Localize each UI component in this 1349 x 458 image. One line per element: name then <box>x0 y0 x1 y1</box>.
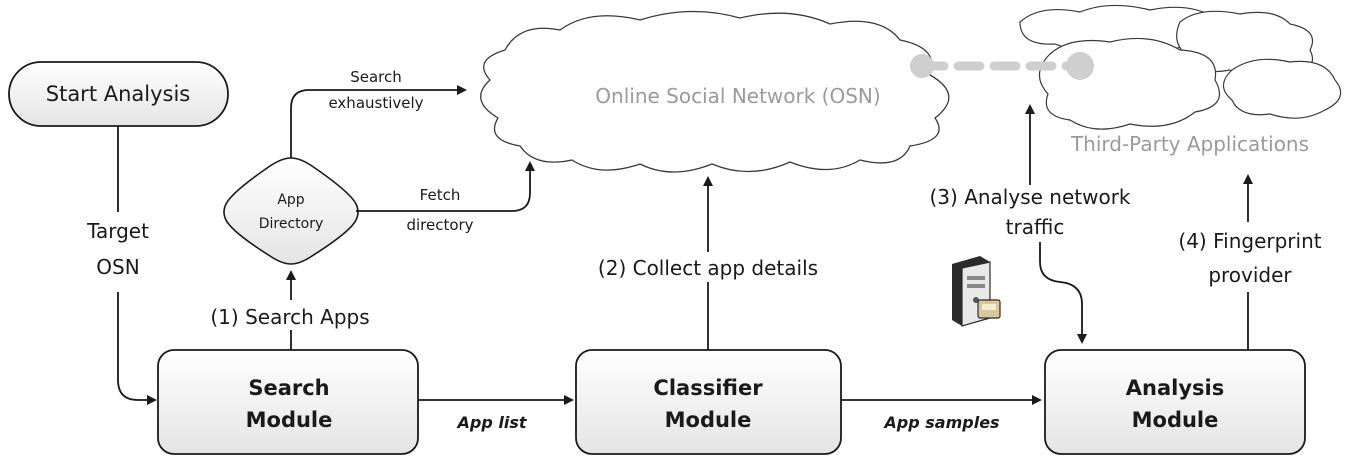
app-directory-label-2: Directory <box>259 216 324 232</box>
app-samples-label: App samples <box>882 413 999 432</box>
start-analysis-label: Start Analysis <box>46 82 191 106</box>
edge-traffic-to-analysis <box>1039 242 1087 344</box>
search-exhaustively-label-1: Search <box>350 68 402 86</box>
fingerprint-label-1: (4) Fingerprint <box>1178 229 1321 253</box>
target-osn-label-1: Target <box>86 219 149 243</box>
target-osn-label-2: OSN <box>96 255 139 279</box>
classifier-module-node <box>575 349 842 455</box>
fingerprint-label-2: provider <box>1208 263 1292 287</box>
search-exhaustively-label-2: exhaustively <box>328 94 423 112</box>
edge-directory-search-osn <box>290 85 467 158</box>
search-module-label-2: Module <box>246 408 333 432</box>
osn-cloud <box>480 10 950 173</box>
fetch-directory-label-2: directory <box>406 216 473 234</box>
app-list-label: App list <box>456 413 528 432</box>
app-directory-label-1: App <box>277 192 304 208</box>
edge-start-to-search <box>117 126 157 405</box>
classifier-module-label-1: Classifier <box>653 376 763 400</box>
analysis-module-node <box>1044 349 1306 455</box>
cloud-connector <box>910 52 1094 80</box>
search-module-label-1: Search <box>248 376 329 400</box>
analyse-traffic-label-1: (3) Analyse network <box>930 185 1131 209</box>
analysis-module-label-1: Analysis <box>1126 376 1224 400</box>
analyse-traffic-label-2: traffic <box>1006 215 1065 239</box>
search-apps-bg <box>190 300 390 330</box>
server-icon <box>952 256 1001 327</box>
app-directory-node <box>223 157 359 265</box>
collect-details-label: (2) Collect app details <box>598 256 818 280</box>
search-apps-label: (1) Search Apps <box>210 305 369 329</box>
analysis-module-label-2: Module <box>1132 408 1219 432</box>
classifier-module-label-2: Module <box>665 408 752 432</box>
fingerprint-bg <box>1166 222 1336 292</box>
collect-details-bg <box>575 252 841 282</box>
target-osn-bg <box>72 212 164 292</box>
fetch-directory-label-1: Fetch <box>420 186 461 204</box>
osn-cloud-label: Online Social Network (OSN) <box>595 84 880 108</box>
third-party-label: Third-Party Applications <box>1070 132 1309 156</box>
search-module-node <box>157 349 419 455</box>
edge-directory-fetch-osn <box>356 161 535 212</box>
